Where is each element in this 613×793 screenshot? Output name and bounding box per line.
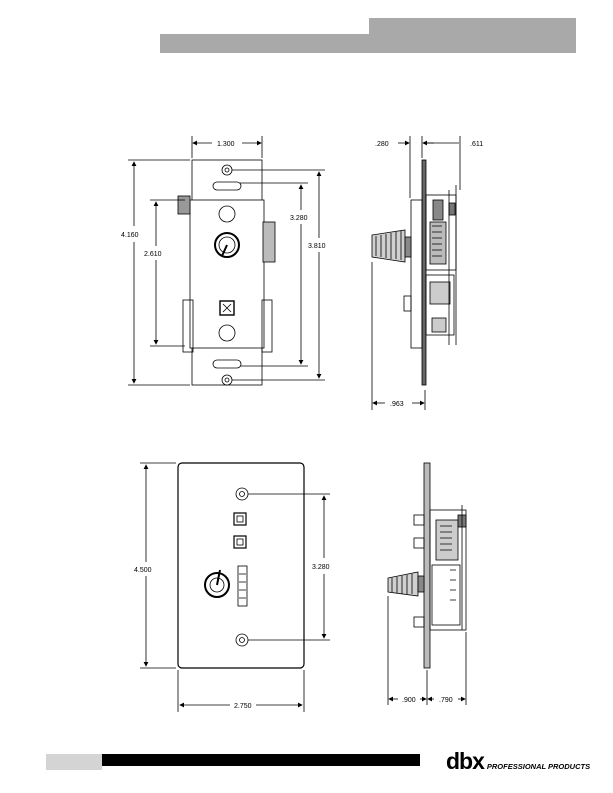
dim-hole-spacing-top-front: 3.280 — [290, 215, 308, 222]
dim-slot-spacing-top-front: 3.810 — [308, 243, 326, 250]
dim-plate-depth-top-side: .280 — [375, 141, 389, 148]
dim-width-bottom-front: 2.750 — [234, 703, 252, 710]
top-front-view — [128, 136, 325, 385]
bottom-front-view — [140, 463, 330, 712]
bottom-side-view — [388, 463, 466, 705]
dim-inner-height-top-front: 2.610 — [144, 251, 162, 258]
dim-hole-spacing-bottom-front: 3.280 — [312, 564, 330, 571]
dim-width-top-front: 1.300 — [217, 141, 235, 148]
dim-front-depth-bottom-side: .900 — [402, 697, 416, 704]
dim-height-top-front: 4.160 — [121, 232, 139, 239]
brand-subtitle: PROFESSIONAL PRODUCTS — [487, 762, 590, 771]
dim-rear-depth-bottom-side: .790 — [439, 697, 453, 704]
dim-overall-depth-top-side: .963 — [390, 401, 404, 408]
top-side-view — [372, 136, 460, 410]
dim-body-depth-top-side: .611 — [470, 141, 483, 148]
dbx-logo: dbx — [446, 748, 484, 774]
footer-bar — [102, 754, 420, 766]
footer-page-number-box — [46, 754, 102, 770]
dim-height-bottom-front: 4.500 — [134, 567, 152, 574]
